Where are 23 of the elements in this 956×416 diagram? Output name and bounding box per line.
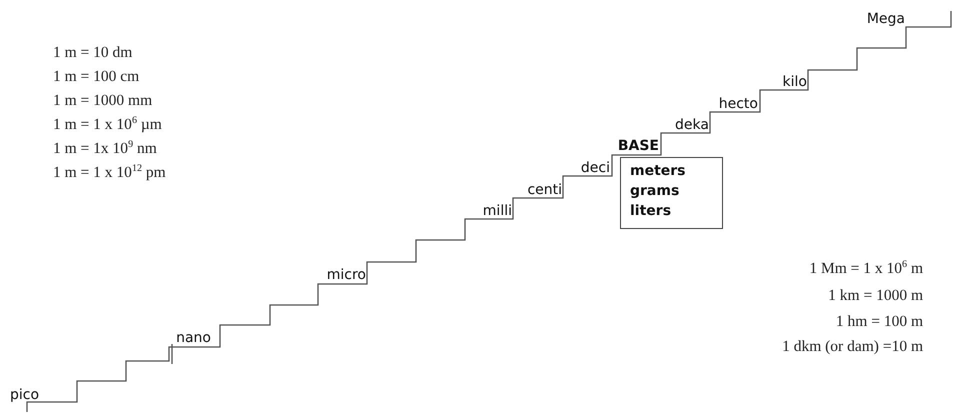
conversion-equation: 1 m = 1 x 10$^{6}$ µm <box>53 116 162 134</box>
conversion-equation: 1 m = 1000 mm <box>53 92 152 110</box>
prefix-label: centi <box>527 182 562 198</box>
conversion-equation: 1 km = 1000 m <box>828 287 923 305</box>
conversion-equation: 1 m = 1 x 10$^{12}$ pm <box>53 164 166 182</box>
prefix-label: BASE <box>618 138 659 154</box>
prefix-label: milli <box>482 203 512 219</box>
prefix-label: nano <box>176 330 211 346</box>
prefix-label: pico <box>10 387 40 403</box>
conversion-equation: 1 m = 100 cm <box>53 68 140 86</box>
conversion-equation: 1 dkm (or dam) =10 m <box>782 338 923 356</box>
prefix-label: Mega <box>866 11 905 27</box>
conversion-equation: 1 Mm = 1 x 10$^{6}$ m <box>809 260 923 278</box>
conversion-equation: 1 hm = 100 m <box>836 313 923 331</box>
prefix-label: deci <box>580 160 610 176</box>
unit-list: meters grams liters <box>621 158 700 221</box>
prefix-label: micro <box>326 267 366 283</box>
conversion-equation: 1 m = 10 dm <box>53 44 132 62</box>
prefix-label: hecto <box>718 96 758 112</box>
prefix-label: kilo <box>782 74 807 90</box>
conversion-equation: 1 m = 1x 10$^{9}$ nm <box>53 140 157 158</box>
prefix-label: deka <box>675 117 709 133</box>
unit-box <box>620 157 723 229</box>
